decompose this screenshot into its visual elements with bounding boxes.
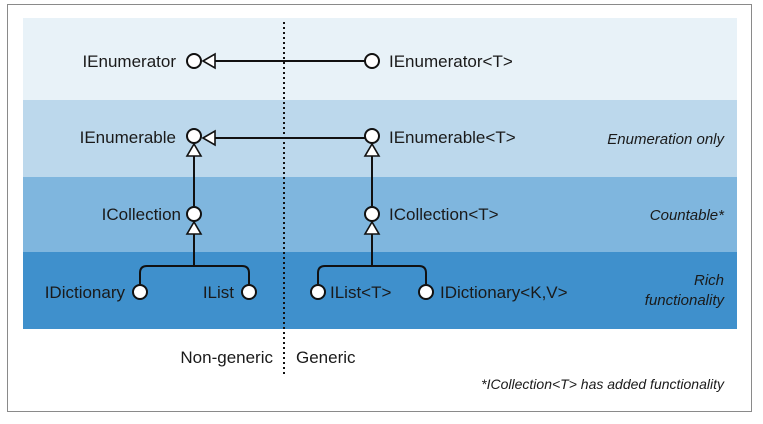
node-icollection: ICollection xyxy=(102,205,181,224)
node-ilist: IList xyxy=(203,283,234,302)
node-ienumerable: IEnumerable xyxy=(80,128,176,147)
ienumerator-triangle-icon xyxy=(201,52,216,70)
column-label-nongeneric: Non-generic xyxy=(180,348,273,367)
node-ienumerable-t: IEnumerable<T> xyxy=(389,128,516,147)
ienumerable-t-bottom-triangle-icon xyxy=(363,142,381,157)
icollection-bottom-triangle-icon xyxy=(185,220,203,235)
ienumerable-triangle-icon xyxy=(201,129,216,147)
category-enumeration: Enumeration only xyxy=(607,131,725,148)
icollection-t-circle-icon xyxy=(364,206,380,222)
node-icollection-t: ICollection<T> xyxy=(389,205,499,224)
category-rich-line2: functionality xyxy=(645,292,726,309)
band-enumerator xyxy=(23,18,737,100)
node-idictionary-kv: IDictionary<K,V> xyxy=(440,283,568,302)
category-rich-line1: Rich xyxy=(694,272,724,289)
band-countable xyxy=(23,177,737,252)
node-ienumerator-t: IEnumerator<T> xyxy=(389,52,513,71)
node-idictionary: IDictionary xyxy=(45,283,126,302)
band-enumeration xyxy=(23,100,737,177)
ienumerable-circle-icon xyxy=(186,128,202,144)
footnote: *ICollection<T> has added functionality xyxy=(481,376,725,392)
ienumerator-t-circle-icon xyxy=(364,53,380,69)
ienumerable-bottom-triangle-icon xyxy=(185,142,203,157)
node-ilist-t: IList<T> xyxy=(330,283,391,302)
category-countable: Countable* xyxy=(650,207,725,224)
ienumerator-circle-icon xyxy=(186,53,202,69)
ienumerable-t-circle-icon xyxy=(364,128,380,144)
node-ienumerator: IEnumerator xyxy=(82,52,176,71)
icollection-t-bottom-triangle-icon xyxy=(363,220,381,235)
ilist-circle-icon xyxy=(241,284,257,300)
edge-left-bracket xyxy=(139,265,250,284)
column-label-generic: Generic xyxy=(296,348,356,367)
ilist-t-circle-icon xyxy=(310,284,326,300)
edge-right-bracket xyxy=(317,265,427,284)
idictionary-circle-icon xyxy=(132,284,148,300)
icollection-circle-icon xyxy=(186,206,202,222)
idictionary-kv-circle-icon xyxy=(418,284,434,300)
